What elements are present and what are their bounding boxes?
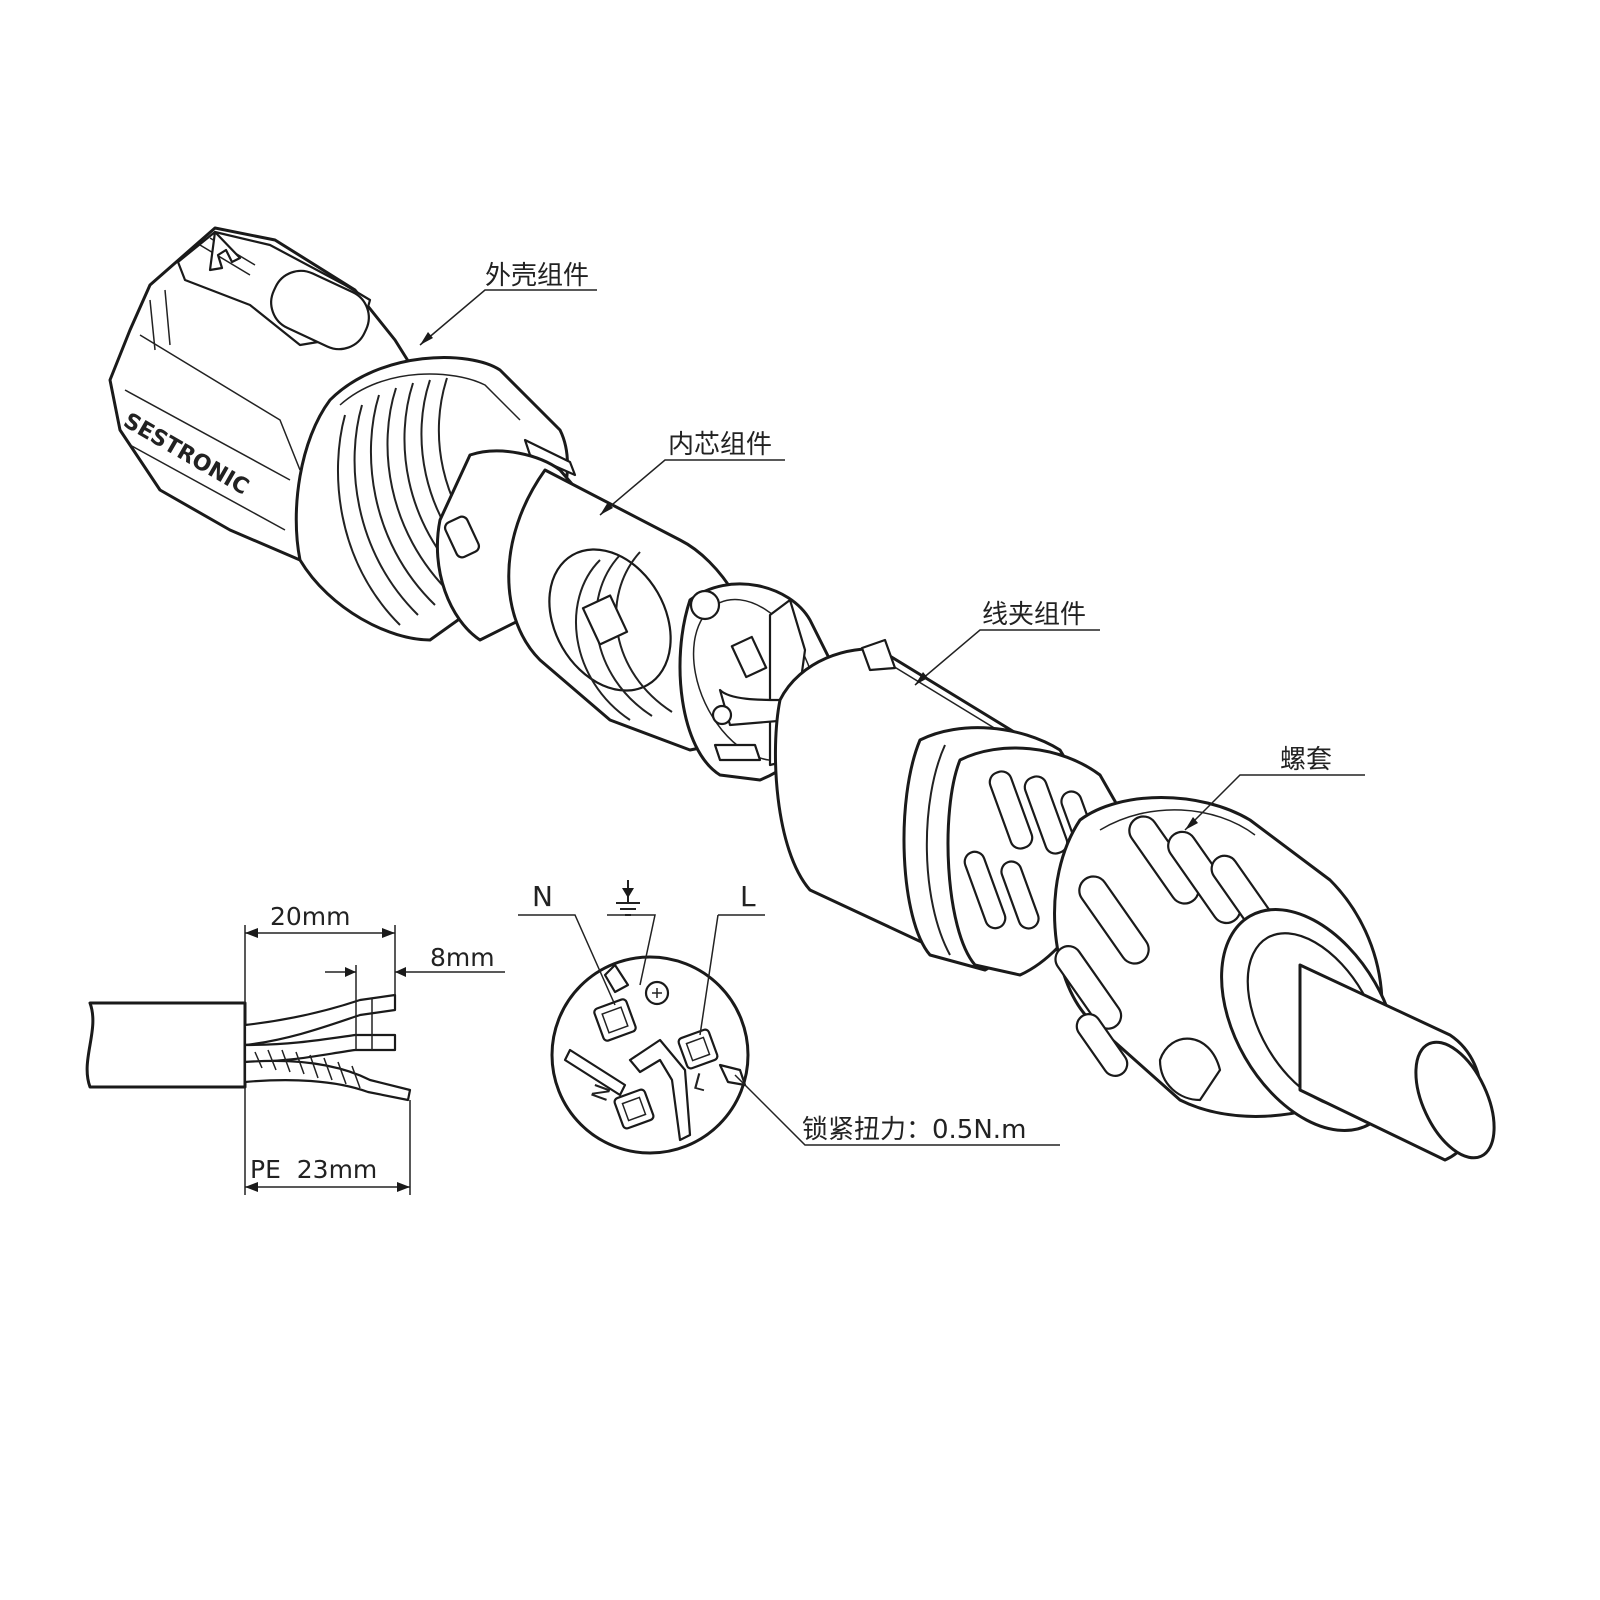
callout-nut: 螺套 xyxy=(1184,745,1365,831)
ground-icon xyxy=(616,880,640,916)
torque-spec: 锁紧扭力：0.5N.m xyxy=(802,1115,1026,1145)
callout-clamp: 线夹组件 xyxy=(914,600,1100,686)
housing-assembly: SESTRONIC xyxy=(108,226,622,642)
pin-label-live: L xyxy=(740,880,756,913)
dim-pe-length: PE 23mm xyxy=(250,1155,377,1184)
label-locking-nut: 螺套 xyxy=(1280,745,1332,775)
pin-label-neutral: N xyxy=(532,880,553,913)
dim-strip-length: 20mm xyxy=(270,902,351,931)
label-inner-core-assembly: 内芯组件 xyxy=(668,430,772,460)
callout-housing: 外壳组件 xyxy=(419,261,597,346)
label-housing-assembly: 外壳组件 xyxy=(485,261,589,291)
label-cable-clamp-assembly: 线夹组件 xyxy=(982,600,1086,630)
wire-strip-diagram: 20mm 8mm PE 23mm xyxy=(85,902,505,1195)
dim-conductor-length: 8mm xyxy=(430,943,495,972)
pin-face-diagram: N L N L 锁紧扭力：0.5N.m xyxy=(518,880,1060,1155)
callout-core: 内芯组件 xyxy=(599,430,785,516)
locking-nut xyxy=(1053,796,1496,1162)
